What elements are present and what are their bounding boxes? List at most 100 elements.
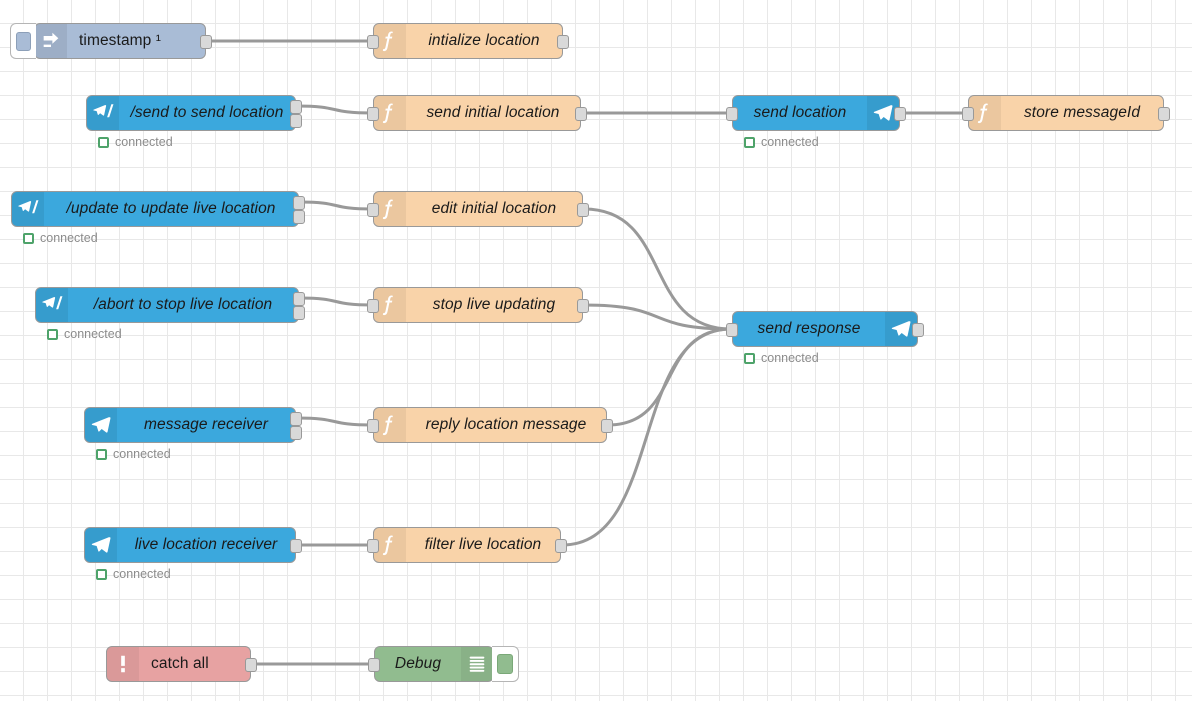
- node-send-response[interactable]: send response: [726, 311, 924, 347]
- node-send-location[interactable]: send location: [726, 95, 906, 131]
- node-stop-live-updating[interactable]: stop live updating: [367, 287, 589, 323]
- inject-arrow-icon: [43, 32, 59, 47]
- node-abort-command[interactable]: /abort to stop live location: [35, 287, 305, 323]
- output-port[interactable]: [1158, 107, 1170, 121]
- output-port[interactable]: [290, 412, 302, 426]
- inject-trigger-button[interactable]: [10, 23, 36, 59]
- function-f-icon: [382, 295, 393, 316]
- telegram-command-icon: [93, 104, 114, 118]
- status-ok-icon: [744, 136, 755, 148]
- node-send-command[interactable]: /send to send location: [86, 95, 302, 131]
- output-port[interactable]: [293, 196, 305, 210]
- inject-arrow-icon: [35, 24, 67, 58]
- output-port[interactable]: [290, 539, 302, 553]
- function-f-icon: [382, 415, 393, 436]
- output-port[interactable]: [557, 35, 569, 49]
- node-body: /send to send location: [119, 104, 295, 122]
- node-body: /update to update live location: [44, 200, 298, 218]
- status-ok-icon: [98, 136, 109, 148]
- wire-edit-initial-location-to-send-response: [582, 207, 733, 331]
- input-port[interactable]: [367, 539, 379, 553]
- input-port[interactable]: [367, 35, 379, 49]
- node-label: timestamp ¹: [79, 32, 162, 49]
- node-update-command[interactable]: /update to update live location: [11, 191, 305, 227]
- status-ok-icon: [744, 352, 755, 364]
- debug-enable-toggle[interactable]: [492, 646, 519, 682]
- output-port[interactable]: [601, 419, 613, 433]
- function-f-icon: [382, 535, 393, 556]
- output-port[interactable]: [894, 107, 906, 121]
- function-f-icon: [374, 528, 406, 562]
- telegram-command-icon: [42, 296, 63, 310]
- inject-trigger-pad: [16, 31, 31, 51]
- output-port[interactable]: [200, 35, 212, 49]
- node-debug[interactable]: Debug: [368, 646, 519, 682]
- node-catch-all[interactable]: catch all: [106, 646, 257, 682]
- node-body: edit initial location: [406, 200, 582, 218]
- status-ok-icon: [96, 448, 107, 460]
- wire-message-receiver-to-reply-location-message: [295, 416, 374, 427]
- telegram-plane-icon: [885, 312, 917, 346]
- input-port[interactable]: [726, 323, 738, 337]
- input-port[interactable]: [367, 203, 379, 217]
- input-port[interactable]: [367, 419, 379, 433]
- node-intialize-location[interactable]: intialize location: [367, 23, 569, 59]
- node-edit-initial-location[interactable]: edit initial location: [367, 191, 589, 227]
- node-body: store messageId: [1001, 104, 1163, 122]
- output-port[interactable]: [290, 100, 302, 114]
- node-body: filter live location: [406, 536, 560, 554]
- status-ok-icon: [47, 328, 58, 340]
- node-filter-live-location[interactable]: filter live location: [367, 527, 567, 563]
- node-live-location-receiver[interactable]: live location receiver: [84, 527, 302, 563]
- node-status-update-command: connected: [23, 231, 98, 245]
- telegram-command-icon: [87, 96, 119, 130]
- input-port[interactable]: [367, 107, 379, 121]
- wire-reply-location-message-to-send-response: [606, 327, 733, 427]
- telegram-plane-icon: [91, 416, 111, 433]
- node-timestamp[interactable]: timestamp ¹: [10, 23, 212, 59]
- status-ok-icon: [96, 568, 107, 580]
- node-status-message-receiver: connected: [96, 447, 171, 461]
- debug-toggle-pad: [497, 654, 513, 674]
- debug-list-icon: [469, 656, 485, 672]
- output-port[interactable]: [912, 323, 924, 337]
- telegram-plane-icon: [85, 528, 117, 562]
- node-label: stop live updating: [432, 296, 556, 313]
- output-port[interactable]: [293, 210, 305, 224]
- function-f-icon: [374, 24, 406, 58]
- node-message-receiver[interactable]: message receiver: [84, 407, 302, 443]
- node-reply-location-message[interactable]: reply location message: [367, 407, 613, 443]
- status-label: connected: [113, 447, 171, 461]
- function-f-icon: [969, 96, 1001, 130]
- function-f-icon: [374, 288, 406, 322]
- output-port[interactable]: [245, 658, 257, 672]
- status-ok-icon: [23, 232, 34, 244]
- input-port[interactable]: [726, 107, 738, 121]
- output-port[interactable]: [290, 114, 302, 128]
- output-port[interactable]: [293, 306, 305, 320]
- wire-stop-live-updating-to-send-response: [582, 303, 733, 331]
- input-port[interactable]: [367, 299, 379, 313]
- output-port[interactable]: [293, 292, 305, 306]
- node-send-initial-location[interactable]: send initial location: [367, 95, 587, 131]
- output-port[interactable]: [577, 203, 589, 217]
- node-body: live location receiver: [117, 536, 295, 554]
- telegram-plane-icon: [891, 320, 911, 337]
- output-port[interactable]: [577, 299, 589, 313]
- output-port[interactable]: [290, 426, 302, 440]
- telegram-command-icon: [36, 288, 68, 322]
- wire-send-command-to-send-initial-location: [295, 104, 374, 115]
- status-label: connected: [761, 135, 819, 149]
- function-f-icon: [382, 199, 393, 220]
- output-port[interactable]: [575, 107, 587, 121]
- input-port[interactable]: [368, 658, 380, 672]
- node-store-messageid[interactable]: store messageId: [962, 95, 1170, 131]
- node-body: /abort to stop live location: [68, 296, 298, 314]
- node-label: send response: [757, 320, 861, 337]
- input-port[interactable]: [962, 107, 974, 121]
- function-f-icon: [374, 408, 406, 442]
- output-port[interactable]: [555, 539, 567, 553]
- exclamation-icon: [107, 647, 139, 681]
- node-label: catch all: [151, 655, 209, 672]
